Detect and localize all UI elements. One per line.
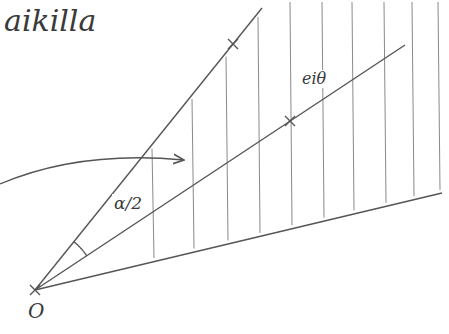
- hatching-stroke: [226, 57, 228, 241]
- origin-label: O: [26, 300, 46, 322]
- hatching-stroke: [412, 2, 414, 196]
- rotation-arrow: [0, 158, 184, 184]
- boundary-ray: [35, 8, 262, 290]
- hatching-stroke: [384, 2, 386, 203]
- point-label: eiθ: [300, 70, 328, 88]
- sketch-note: aikilla: [2, 4, 98, 37]
- angle-arc: [74, 242, 87, 256]
- boundary-ray: [35, 193, 442, 290]
- hatching-stroke: [322, 2, 324, 218]
- angle-label: α/2: [112, 194, 144, 213]
- hatching-stroke: [192, 99, 194, 249]
- point-mark: [285, 116, 295, 126]
- hatching-stroke: [152, 149, 154, 258]
- point-mark: [228, 39, 238, 49]
- hatching-stroke: [438, 2, 440, 190]
- hatching-stroke: [352, 2, 354, 210]
- hatching-stroke: [258, 17, 260, 233]
- hatching-stroke: [290, 2, 292, 225]
- middle-ray: [35, 45, 405, 290]
- origin-mark: [30, 285, 40, 295]
